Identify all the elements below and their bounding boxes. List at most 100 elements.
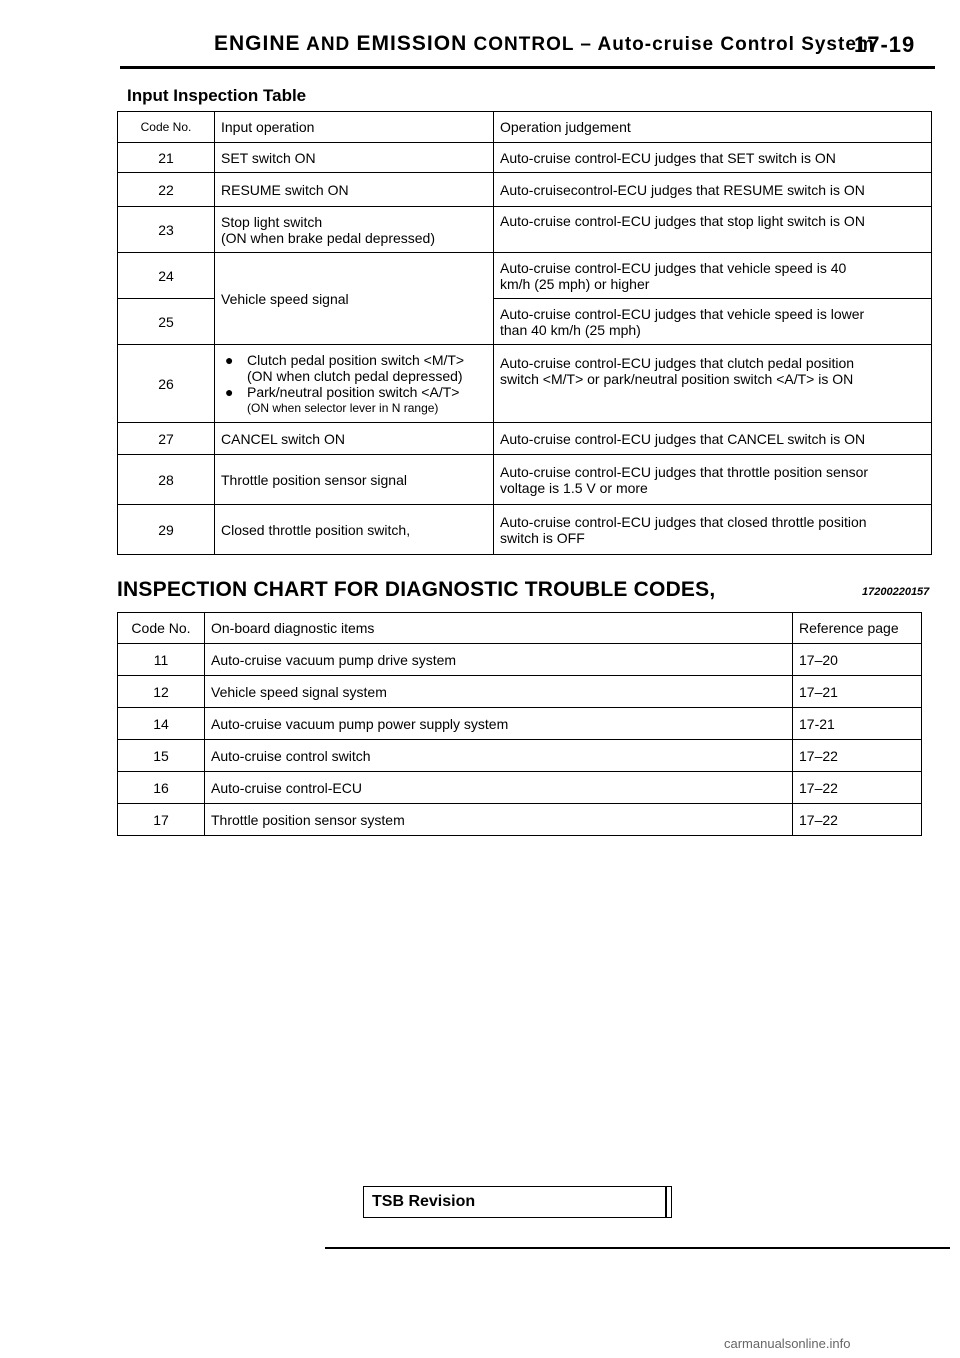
table-row: 24 Vehicle speed signal Auto-cruise cont… xyxy=(117,252,932,345)
code-cell: 11 xyxy=(117,643,205,676)
judgement-line: Auto-cruise control-ECU judges that thro… xyxy=(500,463,869,480)
table-row: 12 Vehicle speed signal system 17–21 xyxy=(117,675,922,708)
input-cell: SET switch ON xyxy=(214,142,494,173)
judgement-cell: Auto-cruise control-ECU judges that clos… xyxy=(493,504,932,555)
code-cell: 27 xyxy=(117,422,215,455)
code-cell: 16 xyxy=(117,771,205,804)
tsb-revision-label: TSB Revision xyxy=(372,1193,476,1210)
judgement-line: than 40 km/h (25 mph) xyxy=(500,321,641,338)
input-cell: Closed throttle position switch, xyxy=(214,504,494,555)
bullet-icon: ● xyxy=(225,383,234,400)
table-row: 14 Auto-cruise vacuum pump power supply … xyxy=(117,707,922,740)
ref-link[interactable]: 17–20 xyxy=(792,643,922,676)
table-row: 28 Throttle position sensor signal Auto-… xyxy=(117,454,932,505)
item-cell: Auto-cruise control-ECU xyxy=(204,771,793,804)
item-cell: Throttle position sensor system xyxy=(204,803,793,836)
code-cell: 26 xyxy=(117,344,215,423)
tsb-divider xyxy=(665,1187,667,1217)
judgement-cell: Auto-cruise control-ECU judges that clut… xyxy=(493,344,932,423)
input-cell: CANCEL switch ON xyxy=(214,422,494,455)
table-row: 23 Stop light switch (ON when brake peda… xyxy=(117,206,932,253)
watermark: carmanualsonline.info xyxy=(724,1336,851,1351)
bullet-note: (ON when selector lever in N range) xyxy=(247,400,439,415)
judgement-line: Auto-cruise control-ECU judges that clos… xyxy=(500,513,867,530)
input-cell: Stop light switch (ON when brake pedal d… xyxy=(214,206,494,253)
code-cell: 15 xyxy=(117,739,205,772)
header-engine: ENGINE xyxy=(214,32,301,55)
item-cell: Auto-cruise control switch xyxy=(204,739,793,772)
judgement-line: switch is OFF xyxy=(500,529,585,546)
column-header-judgement: Operation judgement xyxy=(493,111,932,143)
table-row: 29 Closed throttle position switch, Auto… xyxy=(117,504,932,555)
bullet-text: Clutch pedal position switch <M/T> xyxy=(247,351,465,368)
item-cell: Auto-cruise vacuum pump power supply sys… xyxy=(204,707,793,740)
input-cell: Throttle position sensor signal xyxy=(214,454,494,505)
table-row: 11 Auto-cruise vacuum pump drive system … xyxy=(117,643,922,676)
input-line: Stop light switch xyxy=(221,213,323,230)
input-inspection-table: Code No. Input operation Operation judge… xyxy=(117,111,932,555)
column-header-code: Code No. xyxy=(117,111,215,143)
ref-link[interactable]: 17–22 xyxy=(792,803,922,836)
ref-link[interactable]: 17–21 xyxy=(792,675,922,708)
judgement-cell: Auto-cruise control-ECU judges that vehi… xyxy=(493,252,932,299)
judgement-cell: Auto-cruise control-ECU judges that SET … xyxy=(493,142,932,173)
judgement-line: Auto-cruise control-ECU judges that vehi… xyxy=(500,259,847,276)
table-header-row: Code No. On-board diagnostic items Refer… xyxy=(117,612,922,644)
input-cell: RESUME switch ON xyxy=(214,172,494,207)
judgement-cell: Auto-cruisecontrol-ECU judges that RESUM… xyxy=(493,172,932,207)
code-cell: 24 xyxy=(117,252,215,299)
bullet-item: ● Clutch pedal position switch <M/T> xyxy=(221,352,487,368)
column-header-ref: Reference page xyxy=(792,612,922,644)
table-row: 22 RESUME switch ON Auto-cruisecontrol-E… xyxy=(117,172,932,207)
code-cell: 29 xyxy=(117,504,215,555)
header-rule xyxy=(120,66,935,69)
table-row: 15 Auto-cruise control switch 17–22 xyxy=(117,739,922,772)
bullet-icon: ● xyxy=(225,351,234,368)
header-subtitle: – Auto-cruise Control System xyxy=(580,34,875,55)
footer-rule xyxy=(325,1247,950,1249)
header-control: CONTROL xyxy=(473,34,575,55)
column-header-item: On-board diagnostic items xyxy=(204,612,793,644)
judgement-line: Auto-cruise control-ECU judges that clut… xyxy=(500,355,855,371)
input-line: (ON when brake pedal depressed) xyxy=(221,229,436,246)
bullet-text: Park/neutral position switch <A/T> xyxy=(247,383,460,400)
bullet-note: (ON when clutch pedal depressed) xyxy=(247,367,463,384)
table-row: 21 SET switch ON Auto-cruise control-ECU… xyxy=(117,142,932,173)
page-header: ENGINE AND EMISSION CONTROL – Auto-cruis… xyxy=(214,32,914,57)
column-header-code: Code No. xyxy=(117,612,205,644)
ref-link[interactable]: 17–22 xyxy=(792,739,922,772)
code-cell: 22 xyxy=(117,172,215,207)
dtc-chart-table: Code No. On-board diagnostic items Refer… xyxy=(117,612,922,836)
header-and: AND xyxy=(306,34,351,55)
judgement-cell: Auto-cruise control-ECU judges that CANC… xyxy=(493,422,932,455)
judgement-line: Auto-cruise control-ECU judges that vehi… xyxy=(500,305,865,322)
bullet-item: ● Park/neutral position switch <A/T> xyxy=(221,384,487,400)
input-table-title: Input Inspection Table xyxy=(127,86,307,105)
code-cell: 23 xyxy=(117,206,215,253)
code-cell: 25 xyxy=(117,298,215,345)
figure-id: 17200220157 xyxy=(862,586,930,598)
dtc-chart-title: INSPECTION CHART FOR DIAGNOSTIC TROUBLE … xyxy=(117,578,716,601)
code-cell: 14 xyxy=(117,707,205,740)
judgement-line: voltage is 1.5 V or more xyxy=(500,479,648,496)
ref-link[interactable]: 17-21 xyxy=(792,707,922,740)
column-header-input: Input operation xyxy=(214,111,494,143)
table-row: 27 CANCEL switch ON Auto-cruise control-… xyxy=(117,422,932,455)
table-header-row: Code No. Input operation Operation judge… xyxy=(117,111,932,143)
code-cell: 21 xyxy=(117,142,215,173)
judgement-line: km/h (25 mph) or higher xyxy=(500,275,650,292)
judgement-cell: Auto-cruise control-ECU judges that vehi… xyxy=(493,298,932,345)
table-row: 16 Auto-cruise control-ECU 17–22 xyxy=(117,771,922,804)
table-row: 25 Auto-cruise control-ECU judges that v… xyxy=(117,298,932,345)
item-cell: Vehicle speed signal system xyxy=(204,675,793,708)
judgement-line: switch <M/T> or park/neutral position sw… xyxy=(500,371,854,387)
input-cell: Vehicle speed signal xyxy=(214,252,494,345)
table-row: 17 Throttle position sensor system 17–22 xyxy=(117,803,922,836)
code-cell: 28 xyxy=(117,454,215,505)
judgement-cell: Auto-cruise control-ECU judges that stop… xyxy=(493,206,932,253)
ref-link[interactable]: 17–22 xyxy=(792,771,922,804)
code-cell: 17 xyxy=(117,803,205,836)
header-emission: EMISSION xyxy=(356,32,468,55)
page-number: 17-19 xyxy=(854,32,916,57)
tsb-revision-box: TSB Revision xyxy=(363,1186,672,1218)
